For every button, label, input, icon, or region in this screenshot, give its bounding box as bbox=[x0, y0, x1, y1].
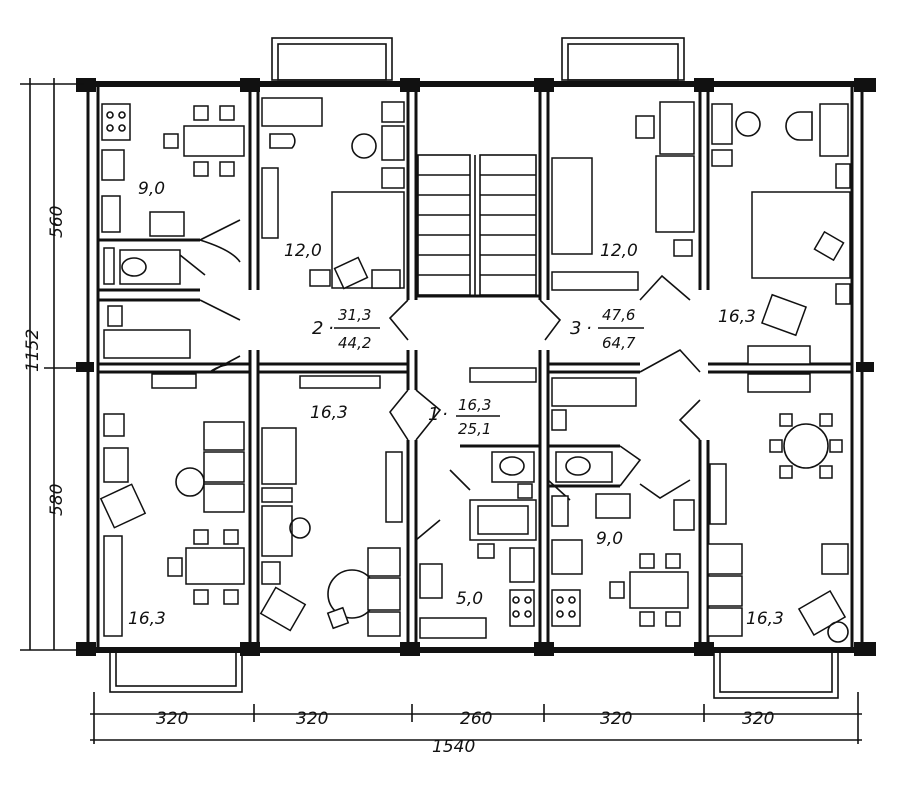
room-area-kitchen-center: 5,0 bbox=[456, 589, 483, 609]
room-area-bedroom-top-left: 12,0 bbox=[284, 241, 322, 261]
apartment-living-area-2: 31,3 bbox=[338, 306, 371, 324]
dimension-bottom-1: 320 bbox=[156, 709, 188, 729]
apartment-living-area-1: 16,3 bbox=[458, 396, 491, 414]
dimension-bottom-5: 320 bbox=[742, 709, 774, 729]
dimension-bottom-2: 320 bbox=[296, 709, 328, 729]
svg-text:·: · bbox=[586, 318, 592, 339]
furniture bbox=[99, 97, 851, 643]
apartment-number-2: 2 bbox=[312, 318, 323, 339]
staircase bbox=[417, 154, 537, 296]
apartment-label-1: 1 · 16,3 25,1 bbox=[428, 396, 500, 438]
room-area-kitchen-top-left: 9,0 bbox=[138, 179, 165, 199]
dimension-lines bbox=[20, 78, 862, 744]
apartment-number-3: 3 bbox=[570, 318, 581, 339]
apartment-label-3: 3 · 47,6 64,7 bbox=[570, 306, 644, 352]
outer-walls bbox=[76, 78, 876, 656]
apartment-total-area-2: 44,2 bbox=[338, 334, 371, 352]
apartment-total-area-1: 25,1 bbox=[458, 420, 491, 438]
apartment-label-2: 2 · 31,3 44,2 bbox=[312, 306, 380, 352]
apartment-living-area-3: 47,6 bbox=[602, 306, 635, 324]
dimension-left-lower: 580 bbox=[47, 484, 67, 516]
room-area-bottom-right: 16,3 bbox=[746, 609, 784, 629]
dimension-total-height: 1152 bbox=[23, 329, 43, 372]
room-area-bottom-left: 16,3 bbox=[128, 609, 166, 629]
dimension-total-width: 1540 bbox=[432, 737, 475, 757]
room-area-bedroom-top-right: 12,0 bbox=[600, 241, 638, 261]
room-area-top-far-right: 16,3 bbox=[718, 307, 756, 327]
dimension-left-upper: 560 bbox=[47, 206, 67, 238]
interior-walls bbox=[98, 92, 852, 645]
dimension-bottom-3: 260 bbox=[460, 709, 492, 729]
svg-text:·: · bbox=[442, 404, 448, 425]
door-swings bbox=[179, 219, 701, 541]
apartment-number-1: 1 bbox=[428, 404, 439, 425]
apartment-total-area-3: 64,7 bbox=[602, 334, 636, 352]
dimension-bottom-4: 320 bbox=[600, 709, 632, 729]
svg-text:·: · bbox=[328, 318, 334, 339]
room-area-bottom-center-left: 16,3 bbox=[310, 403, 348, 423]
room-area-kitchen-bottom-right: 9,0 bbox=[596, 529, 623, 549]
